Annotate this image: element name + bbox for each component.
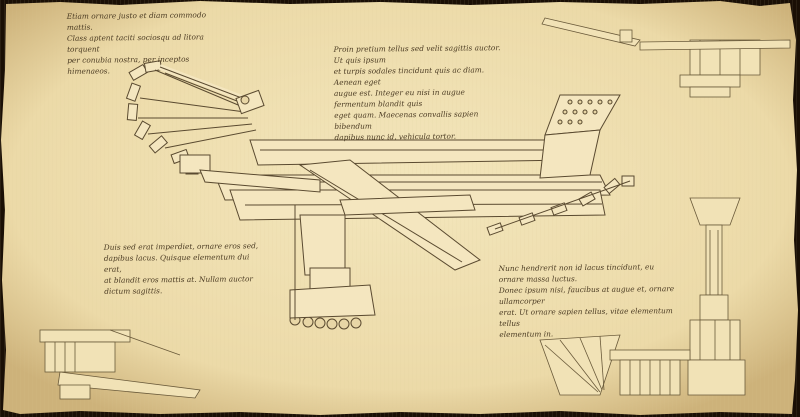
base-housing: [289, 284, 376, 319]
cross-beam: [339, 194, 476, 216]
base-column: [299, 214, 346, 276]
fan-spokes: [138, 64, 257, 149]
right-lower-chain: [486, 175, 635, 236]
arm-joint: [179, 154, 211, 174]
boom-beam-upper: [249, 139, 571, 166]
boom-end-block: [539, 129, 601, 179]
annotation-note-bottom-right: Nunc hendrerit non id lacus tincidunt, e…: [498, 262, 675, 339]
lower-link-arm: [298, 159, 482, 271]
bottom-right-tower: [687, 197, 746, 396]
annotation-note-top-center: Proin pretium tellus sed velit sagittis …: [333, 43, 501, 142]
annotation-note-top-left: Etiam ornare justo et diam commodo matti…: [66, 10, 207, 76]
main-mechanism-drawing: [125, 60, 635, 330]
top-right-boom-sketch: [541, 17, 791, 98]
annotation-note-middle-left: Duis sed erat imperdiet, ornare eros sed…: [103, 241, 259, 296]
base-wheels: [289, 314, 362, 330]
bottom-fan-sketch: [539, 334, 691, 396]
bottom-left-side-view: [39, 329, 201, 400]
